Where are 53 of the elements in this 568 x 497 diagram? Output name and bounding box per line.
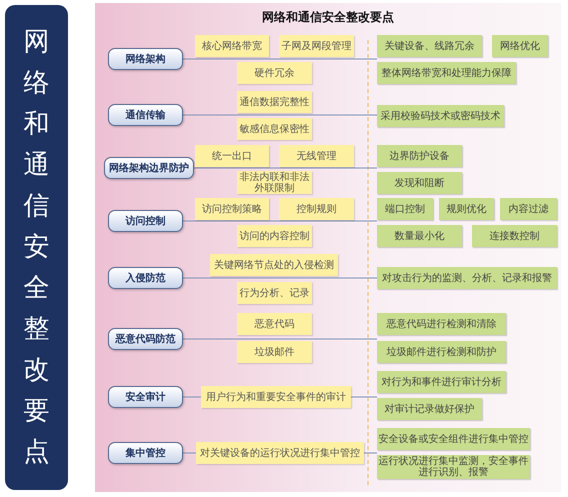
measure-note: 数量最小化	[377, 225, 462, 247]
branch-line	[182, 338, 378, 340]
branch-line	[182, 452, 196, 454]
measure-note: 整体网络带宽和处理能力保障	[377, 62, 516, 84]
topic-note: 统一出口	[195, 145, 269, 167]
branch-line	[182, 396, 202, 398]
category-box: 网络架构边界防护	[104, 157, 194, 179]
topic-note: 行为分析、记录	[237, 282, 312, 304]
topic-note: 控制规则	[279, 198, 354, 220]
measure-note: 网络优化	[492, 35, 548, 57]
category-box: 访问控制	[108, 210, 183, 232]
branch-line	[182, 220, 378, 222]
measure-note: 垃圾邮件进行检测和防护	[377, 341, 506, 363]
measure-note: 边界防护设备	[377, 145, 462, 167]
topic-note: 恶意代码	[237, 313, 312, 335]
measure-note: 恶意代码进行检测和清除	[377, 313, 506, 335]
topic-note: 通信数据完整性	[237, 91, 312, 113]
measure-note: 对审计记录做好保护	[377, 398, 482, 420]
category-box: 入侵防范	[108, 267, 183, 289]
measure-note: 对行为和事件进行审计分析	[377, 371, 506, 393]
topic-note: 用户行为和重要安全事件的审计	[201, 386, 351, 408]
topic-note: 访问的内容控制	[237, 225, 312, 247]
measure-note: 发现和阻断	[377, 172, 462, 194]
topic-note: 对关键设备的运行状况进行集中管控	[196, 442, 364, 464]
measure-note: 规则优化	[439, 198, 494, 220]
branch-line	[182, 58, 378, 60]
topic-note: 无线管理	[279, 145, 354, 167]
category-box: 通信传输	[108, 104, 183, 126]
measure-note: 端口控制	[377, 198, 433, 220]
topic-note: 核心网络带宽	[195, 35, 269, 57]
topic-note: 子网及网段管理	[279, 35, 354, 57]
diagram-title: 网络和通信安全整改要点	[261, 9, 395, 26]
category-box: 安全审计	[108, 386, 183, 408]
category-box: 集中管控	[108, 442, 183, 464]
title-panel: 网络和通信安全整改要点	[5, 5, 68, 490]
topic-note: 硬件冗余	[237, 62, 312, 84]
branch-line	[364, 452, 378, 454]
measure-note: 关键设备、线路冗余	[377, 35, 482, 57]
category-box: 网络架构	[108, 48, 183, 70]
branch-line	[350, 396, 378, 398]
category-box: 恶意代码防范	[108, 328, 183, 350]
measure-note: 采用校验码技术或密码技术	[377, 105, 504, 127]
measure-note: 安全设备或安全组件进行集中管控	[377, 428, 530, 450]
topic-note: 垃圾邮件	[237, 341, 312, 363]
branch-line	[182, 114, 378, 116]
topic-note: 关键网络节点处的入侵检测	[210, 254, 338, 276]
measure-note: 内容过滤	[500, 198, 557, 220]
measure-note: 连接数控制	[472, 225, 557, 247]
topic-note: 敏感信息保密性	[237, 118, 312, 140]
topic-note: 非法内联和非法外联限制	[237, 171, 312, 194]
measure-note: 对攻击行为的监测、分析、记录和报警	[377, 267, 557, 289]
measure-note: 运行状况进行集中监测，安全事件进行识别、报警	[377, 455, 530, 479]
topic-note: 访问控制策略	[195, 198, 269, 220]
